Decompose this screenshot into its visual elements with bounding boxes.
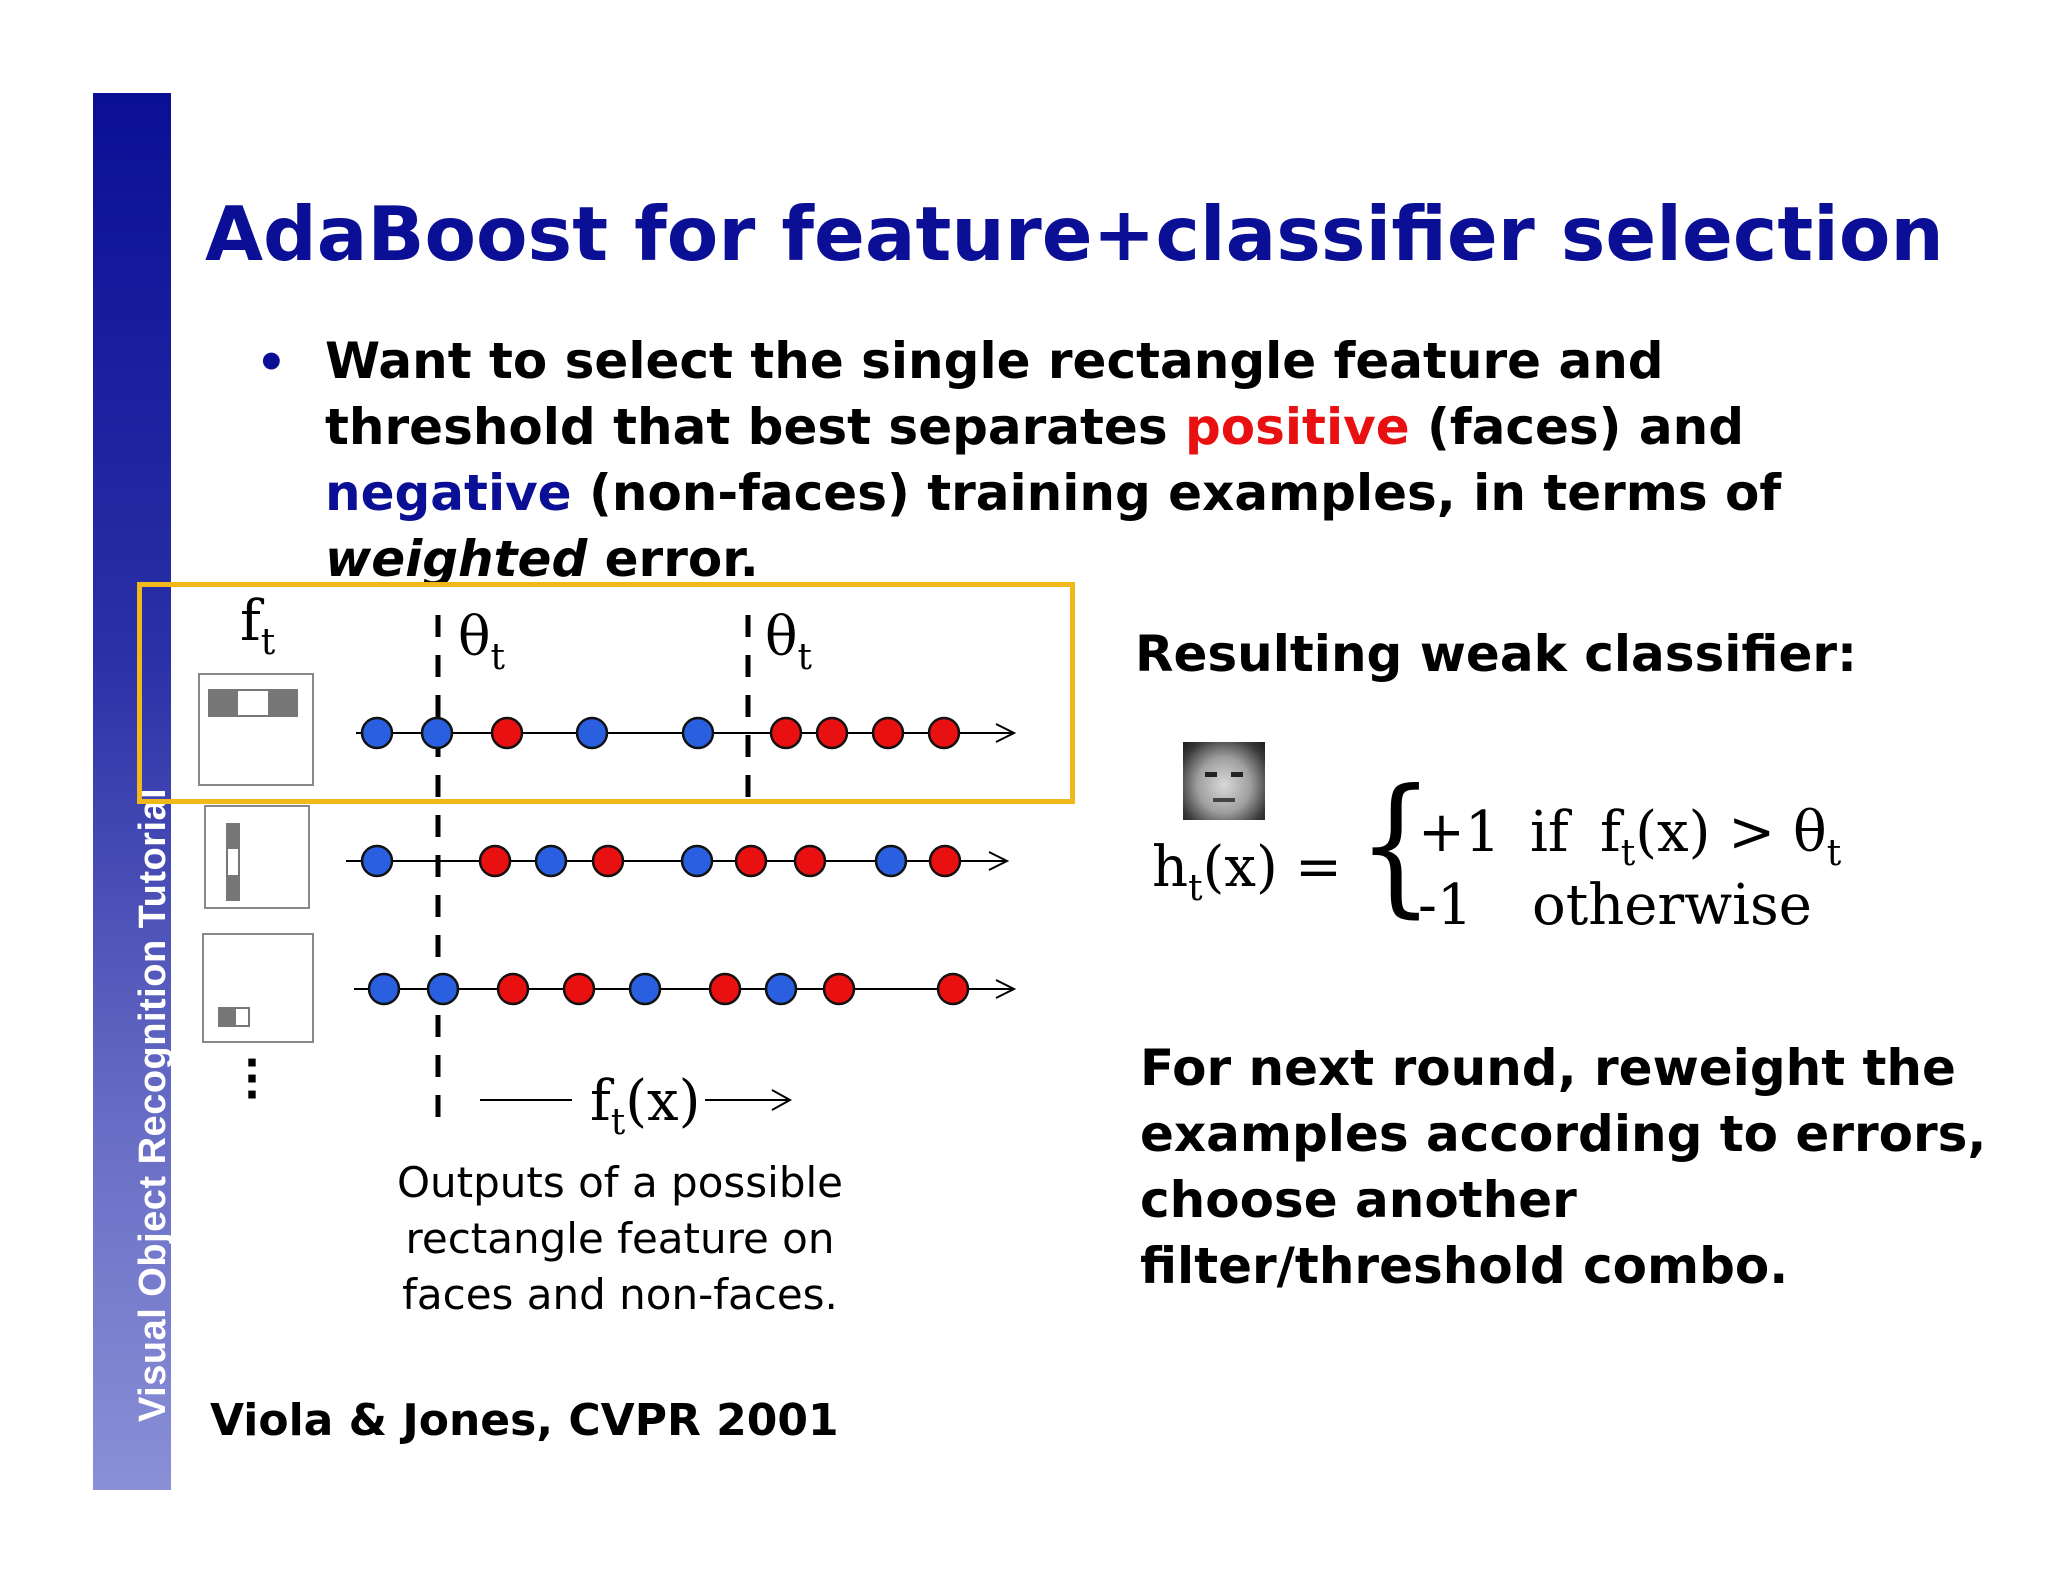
negative-example-point (360, 844, 394, 878)
bullet-marker: • (256, 335, 287, 391)
negative-example-point (681, 716, 715, 750)
number-line-arrowhead (995, 723, 1017, 743)
negative-example-point (874, 844, 908, 878)
slide-title: AdaBoost for feature+classifier selectio… (205, 190, 1944, 278)
negative-example-point (628, 972, 662, 1006)
bullet-part1: Want to select the single rectangle feat… (325, 332, 1664, 456)
weighted-word: weighted (325, 530, 588, 588)
h-function: ht(x) (1152, 835, 1278, 909)
cond-rest: (x) > θ (1635, 800, 1827, 865)
h-arg: (x) (1202, 835, 1278, 900)
theta-2-sub: t (798, 637, 813, 678)
otherwise-word: otherwise (1532, 873, 1812, 938)
cond-sub: t (1620, 833, 1636, 874)
feature-f-label: ft (240, 589, 276, 663)
negative-example-point (534, 844, 568, 878)
negative-example-point (426, 972, 460, 1006)
positive-example-point (928, 844, 962, 878)
negative-example-point (420, 716, 454, 750)
face-mouth (1213, 798, 1235, 802)
if-word: if (1530, 800, 1569, 865)
positive-word: positive (1185, 398, 1410, 456)
positive-example-point (496, 972, 530, 1006)
negative-word: negative (325, 464, 572, 522)
theta-1-sub: t (491, 637, 506, 678)
condition: ft(x) > θt (1600, 800, 1841, 874)
equals-sign: = (1295, 835, 1342, 900)
negative-example-point (367, 972, 401, 1006)
sidebar-bar (93, 93, 171, 1490)
face-eye-left (1205, 772, 1217, 777)
number-line-arrowhead (988, 851, 1010, 871)
diagram-caption: Outputs of a possible rectangle feature … (396, 1158, 843, 1319)
minus-one: -1 (1418, 873, 1473, 938)
cond-theta-sub: t (1826, 833, 1842, 874)
case-brace: { (1357, 758, 1434, 932)
h-sub: t (1188, 868, 1203, 909)
positive-example-point (591, 844, 625, 878)
axis-label-arrowhead (771, 1089, 793, 1111)
h-main: h (1152, 835, 1189, 900)
bullet-text: Want to select the single rectangle feat… (325, 328, 1825, 592)
positive-example-point (490, 716, 524, 750)
f-label-sub: t (261, 622, 276, 663)
theta-1-main: θ (458, 605, 491, 668)
positive-example-point (478, 844, 512, 878)
negative-example-point (680, 844, 714, 878)
feature-thumbnail-3 (202, 933, 314, 1043)
cond-f: f (1600, 800, 1621, 865)
number-line-arrowhead (995, 979, 1017, 999)
negative-example-point (360, 716, 394, 750)
positive-example-point (769, 716, 803, 750)
plus-one: +1 (1418, 800, 1501, 865)
theta-label-1: θt (458, 605, 506, 678)
positive-example-point (734, 844, 768, 878)
highlight-box (137, 582, 1075, 804)
positive-example-point (708, 972, 742, 1006)
face-eye-right (1231, 772, 1243, 777)
positive-example-point (562, 972, 596, 1006)
theta-2-main: θ (765, 605, 798, 668)
feature-thumbnail-1 (198, 673, 314, 786)
negative-example-point (764, 972, 798, 1006)
positive-example-point (936, 972, 970, 1006)
weak-classifier-title: Resulting weak classifier: (1135, 625, 1858, 683)
positive-example-point (927, 716, 961, 750)
positive-example-point (793, 844, 827, 878)
face-thumbnail (1183, 742, 1265, 820)
axis-label-sub: t (611, 1102, 626, 1143)
axis-label-arg: (x) (625, 1069, 700, 1134)
citation: Viola & Jones, CVPR 2001 (210, 1395, 839, 1446)
feature-thumbnail-2 (204, 805, 310, 909)
positive-example-point (815, 716, 849, 750)
theta-label-2: θt (765, 605, 813, 678)
bullet-part3: (non-faces) training examples, in terms … (571, 464, 1782, 522)
next-round-text: For next round, reweight the examples ac… (1140, 1039, 1987, 1295)
positive-example-point (871, 716, 905, 750)
bullet-part4: error. (587, 530, 759, 588)
negative-example-point (575, 716, 609, 750)
axis-label: ft(x) (590, 1069, 700, 1143)
positive-example-point (822, 972, 856, 1006)
bullet-part2: (faces) and (1409, 398, 1745, 456)
